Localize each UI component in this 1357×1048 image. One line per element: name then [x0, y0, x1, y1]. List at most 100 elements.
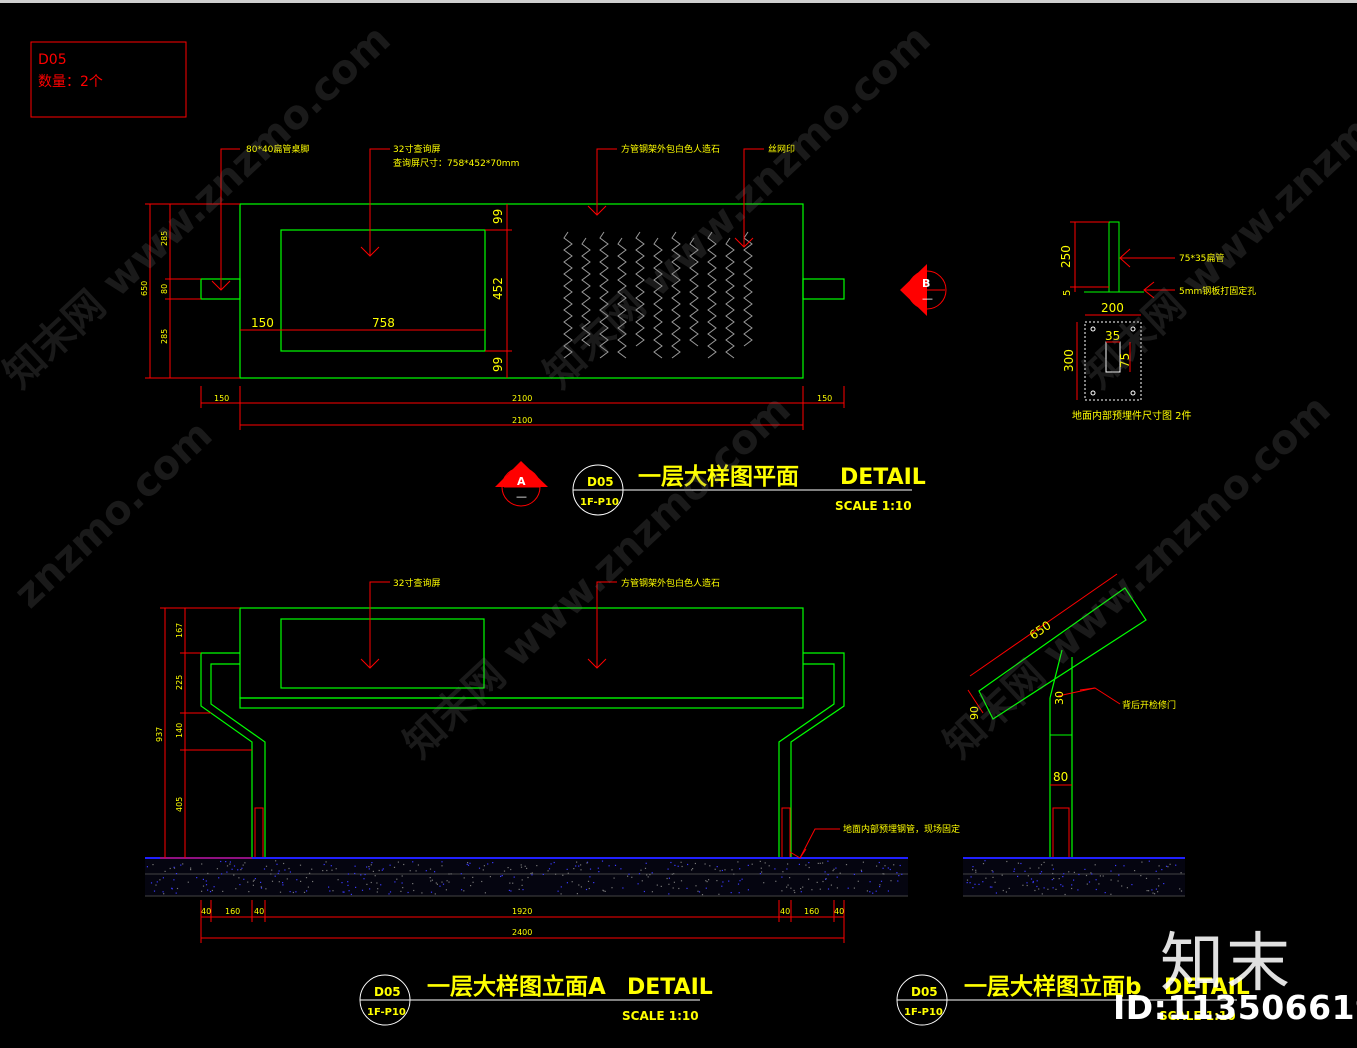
dim-bottom-2100: 2100 — [512, 394, 532, 403]
ground-speck — [827, 874, 829, 876]
ground-speck — [202, 878, 204, 880]
ground-speck — [872, 892, 874, 894]
ground-speck — [441, 861, 443, 863]
ground-speck — [331, 869, 333, 871]
ground-speck — [436, 883, 438, 885]
ground-speck — [513, 876, 515, 878]
ground-speck — [786, 886, 788, 888]
ground-speck — [482, 869, 484, 871]
section-marker-b: B — — [900, 264, 947, 316]
ground-speck — [510, 868, 512, 871]
ground-speck — [604, 890, 606, 892]
ground-speck — [173, 879, 175, 881]
ground-speck — [759, 873, 761, 875]
ground-speck — [247, 881, 249, 883]
ground-speck — [1123, 865, 1125, 867]
ground-speck — [680, 861, 682, 863]
ground-speck — [229, 863, 231, 865]
ground-speck — [396, 878, 398, 880]
elev-b-title-scale: SCALE 1:10 — [1159, 1009, 1236, 1023]
ground-speck — [190, 869, 192, 871]
ground-speck — [252, 880, 254, 882]
ground-speck — [853, 873, 855, 875]
ground-speck — [825, 878, 827, 880]
ground-speck — [1099, 875, 1101, 877]
ground-speck — [1167, 866, 1169, 868]
ground-speck — [547, 870, 549, 872]
ground-speck — [271, 869, 273, 871]
ground-speck — [862, 861, 864, 863]
embed-dim-200: 200 — [1101, 301, 1124, 315]
ground-speck — [1005, 891, 1007, 893]
elev-b-door-label: 背后开检修门 — [1122, 699, 1176, 711]
ground-speck — [1134, 870, 1136, 872]
ground-speck — [472, 881, 474, 883]
ground-speck — [413, 889, 415, 892]
ground-speck — [631, 876, 633, 878]
ground-speck — [237, 869, 239, 871]
ground-speck — [1155, 870, 1157, 872]
ground-speck — [282, 884, 284, 886]
ground-speck — [429, 868, 432, 870]
ground-speck — [1161, 869, 1163, 871]
ground-speck — [1140, 875, 1142, 877]
ground-speck — [1020, 862, 1022, 865]
ground-speck — [586, 861, 589, 863]
ground-speck — [235, 888, 237, 890]
ground-speck — [1175, 864, 1177, 866]
ground-speck — [1102, 875, 1104, 877]
ground-speck — [361, 889, 364, 891]
ground-speck — [1086, 883, 1088, 885]
dim-left-650: 650 — [140, 281, 149, 296]
ground-speck — [150, 882, 153, 884]
ground-speck — [875, 890, 877, 892]
ground-speck — [1006, 860, 1008, 863]
ground-speck — [1017, 862, 1019, 864]
ground-speck — [146, 866, 148, 868]
ground-speck — [593, 882, 595, 884]
ground-speck — [687, 863, 689, 866]
ground-speck — [196, 877, 198, 879]
ground-speck — [478, 867, 481, 869]
silkscreen-column — [671, 231, 681, 359]
ground-speck — [747, 889, 749, 891]
ground-speck — [282, 882, 284, 884]
ground-speck — [972, 887, 974, 889]
ground-speck — [678, 887, 680, 890]
ground-speck — [822, 880, 824, 883]
ground-speck — [1179, 888, 1181, 890]
ground-speck — [530, 872, 532, 875]
ground-speck — [808, 862, 810, 864]
ground-speck — [337, 879, 339, 881]
section-b-letter: B — [922, 277, 930, 290]
ground-speck — [205, 884, 208, 886]
ground-speck — [182, 863, 184, 865]
ground-speck — [800, 891, 802, 893]
ground-speck — [492, 862, 494, 864]
ground-speck — [1180, 890, 1183, 892]
ground-speck — [786, 868, 788, 870]
ground-speck — [233, 865, 236, 867]
ground-speck — [1158, 878, 1160, 880]
ground-speck — [288, 867, 290, 870]
ground-speck — [966, 882, 968, 884]
ground-speck — [341, 882, 343, 884]
ground-speck — [674, 864, 676, 866]
ground-speck — [1165, 865, 1168, 867]
elevation-a: 32寸查询屏 方管钢架外包白色人造石 地面内部预埋钢管，现场固定 167 225… — [145, 577, 960, 943]
ground-speck — [303, 891, 306, 893]
ground-speck — [741, 878, 743, 880]
ground-speck — [207, 872, 209, 875]
ground-speck — [969, 882, 971, 884]
ground-speck — [640, 869, 642, 871]
ground-speck — [500, 875, 502, 877]
ground-speck — [550, 863, 552, 865]
ground-speck — [371, 862, 373, 864]
ground-speck — [1148, 890, 1150, 892]
ground-speck — [1058, 878, 1060, 880]
ground-speck — [417, 864, 419, 866]
ground-speck — [176, 887, 179, 890]
ground-speck — [805, 864, 807, 866]
ground-speck — [781, 876, 783, 878]
ground-speck — [526, 867, 528, 869]
